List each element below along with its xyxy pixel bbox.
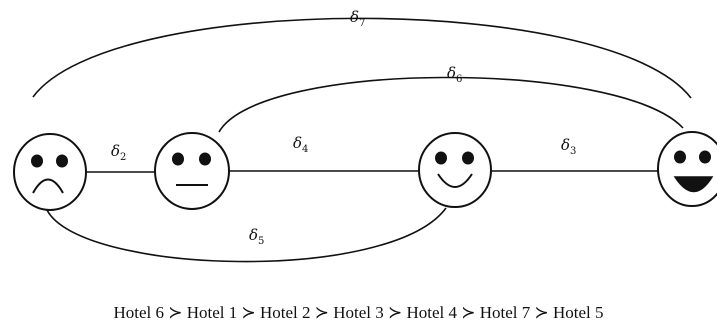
face-outline xyxy=(154,132,230,210)
face-eye xyxy=(699,150,711,164)
link-delta-7 xyxy=(32,17,692,99)
link-delta-5 xyxy=(46,207,447,263)
label-delta-7: δ7 xyxy=(350,8,365,29)
smiling-face-icon xyxy=(418,132,492,208)
face-outline xyxy=(13,133,87,211)
links xyxy=(32,17,692,263)
face-eye xyxy=(56,154,68,168)
face-eye xyxy=(462,151,474,165)
face-mouth xyxy=(32,178,64,194)
grinning-face-icon xyxy=(657,131,717,207)
face-mouth xyxy=(437,173,473,188)
face-outline xyxy=(418,132,492,208)
label-delta-5: δ5 xyxy=(249,226,264,247)
face-eye xyxy=(435,151,447,165)
face-outline xyxy=(657,131,717,207)
link-delta-6 xyxy=(218,76,684,133)
face-eye xyxy=(31,154,43,168)
neutral-face-icon xyxy=(154,132,230,210)
hotel-ranking: Hotel 6 ≻ Hotel 1 ≻ Hotel 2 ≻ Hotel 3 ≻ … xyxy=(113,303,604,322)
face-eye xyxy=(172,152,184,166)
face-eye xyxy=(199,152,211,166)
sad-face-icon xyxy=(13,133,87,211)
label-delta-3: δ3 xyxy=(561,136,576,157)
face-eye xyxy=(674,150,686,164)
face-mouth xyxy=(673,176,714,193)
label-delta-6: δ6 xyxy=(447,64,462,85)
label-delta-2: δ2 xyxy=(111,142,126,163)
label-delta-4: δ4 xyxy=(293,134,308,155)
